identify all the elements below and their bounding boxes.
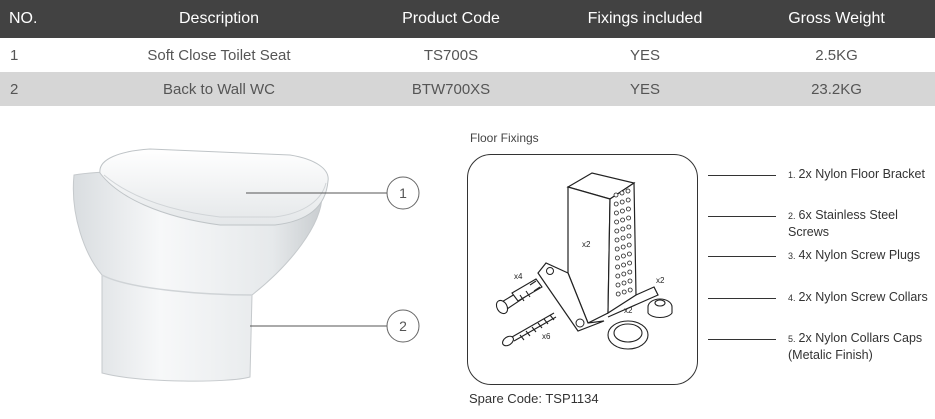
bracket-hole xyxy=(621,262,627,268)
header-gross-weight: Gross Weight xyxy=(788,10,885,27)
item-text: 6x Stainless Steel Screws xyxy=(788,208,898,239)
bracket-hole xyxy=(627,278,633,284)
floor-bracket-icon xyxy=(537,172,659,332)
collar-qty: x2 xyxy=(656,276,665,285)
collar-caps-icon xyxy=(607,320,649,350)
leader-line xyxy=(708,339,776,340)
leader-line xyxy=(708,298,776,299)
bracket-hole xyxy=(621,280,627,286)
table-header-row: NO. Description Product Code Fixings inc… xyxy=(0,0,935,38)
bracket-hole xyxy=(613,192,619,198)
item-text: 4x Nylon Screw Plugs xyxy=(798,248,921,262)
list-item: 1.2x Nylon Floor Bracket xyxy=(708,166,933,183)
bracket-hole xyxy=(621,271,627,277)
header-product-code: Product Code xyxy=(402,10,500,27)
bracket-holes xyxy=(613,188,633,297)
cell-fixings-included: YES xyxy=(629,46,660,64)
floor-fixings-title: Floor Fixings xyxy=(470,131,539,145)
bracket-hole xyxy=(613,210,619,216)
bracket-hole xyxy=(626,215,632,221)
item-number: 5. xyxy=(788,334,796,344)
cell-gross-weight: 2.5KG xyxy=(815,46,858,64)
spare-code: Spare Code: TSP1134 xyxy=(469,391,599,406)
bracket-hole xyxy=(614,228,620,234)
bracket-qty: x2 xyxy=(582,240,591,249)
item-text: 2x Nylon Floor Bracket xyxy=(798,167,925,181)
header-fixings-included: Fixings included xyxy=(587,10,703,27)
fixings-diagram-box: x2 x4 x6 x2 x2 xyxy=(467,154,698,385)
bracket-hole xyxy=(615,273,621,279)
bracket-hole xyxy=(619,199,625,205)
list-item: 2.6x Stainless Steel Screws xyxy=(708,207,933,240)
item-number: 1. xyxy=(788,170,796,180)
toilet-seat xyxy=(99,148,329,226)
screw-collars-icon xyxy=(647,298,673,319)
cell-description: Back to Wall WC xyxy=(163,80,275,98)
bracket-hole xyxy=(620,226,626,232)
callout-label-1: 1 xyxy=(399,185,407,201)
bracket-hole xyxy=(620,253,626,259)
fixings-diagram: x2 x4 x6 x2 x2 xyxy=(495,172,673,350)
cell-product-code: TS700S xyxy=(423,46,479,64)
bracket-hole xyxy=(626,251,632,257)
item-number: 2. xyxy=(788,211,796,221)
cell-description: Soft Close Toilet Seat xyxy=(147,46,291,64)
header-description: Description xyxy=(178,10,260,27)
leader-line xyxy=(708,216,776,217)
table-row: 2 Back to Wall WC BTW700XS YES 23.2KG xyxy=(0,72,935,106)
toilet-illustration: 1 2 xyxy=(72,148,420,382)
bracket-hole xyxy=(619,208,625,214)
bracket-hole xyxy=(625,206,631,212)
leader-line xyxy=(708,175,776,176)
leader-line xyxy=(708,256,776,257)
bracket-hole xyxy=(615,291,621,297)
item-number: 3. xyxy=(788,251,796,261)
bracket-hole xyxy=(625,197,631,203)
bracket-hole xyxy=(627,260,633,266)
list-item: 4.2x Nylon Screw Collars xyxy=(708,289,933,306)
item-text: 2x Nylon Collars Caps (Metalic Finish) xyxy=(788,331,923,362)
bracket-hole xyxy=(625,188,631,194)
cell-product-code: BTW700XS xyxy=(411,80,491,98)
screws-icon xyxy=(502,312,557,347)
bracket-hole xyxy=(615,282,621,288)
callout-label-2: 2 xyxy=(399,318,407,334)
plugs-qty: x4 xyxy=(514,272,523,281)
cell-no: 2 xyxy=(10,80,19,98)
bracket-hole xyxy=(627,269,633,275)
bracket-hole xyxy=(620,217,626,223)
bracket-hole xyxy=(614,219,620,225)
bracket-hole xyxy=(615,264,621,270)
bracket-hole xyxy=(614,237,620,243)
cap-qty: x2 xyxy=(624,306,633,315)
bracket-hole xyxy=(620,244,626,250)
table-row: 1 Soft Close Toilet Seat TS700S YES 2.5K… xyxy=(0,38,935,72)
bracket-hole xyxy=(621,289,627,295)
cell-gross-weight: 23.2KG xyxy=(811,80,862,98)
callout-circle-2 xyxy=(386,309,420,343)
bracket-hole xyxy=(619,190,625,196)
bracket-hole xyxy=(614,255,620,261)
callout-circle-1 xyxy=(386,176,420,210)
header-no: NO. xyxy=(9,10,38,27)
bracket-hole xyxy=(614,246,620,252)
list-item: 3.4x Nylon Screw Plugs xyxy=(708,247,933,264)
list-item: 5.2x Nylon Collars Caps (Metalic Finish) xyxy=(708,330,933,363)
screws-qty: x6 xyxy=(542,332,551,341)
bracket-hole xyxy=(627,287,633,293)
spec-table: NO. Description Product Code Fixings inc… xyxy=(0,0,935,106)
item-number: 4. xyxy=(788,293,796,303)
item-text: 2x Nylon Screw Collars xyxy=(798,290,928,304)
bracket-hole xyxy=(626,224,632,230)
bracket-hole xyxy=(626,242,632,248)
bracket-hole xyxy=(613,201,619,207)
bracket-hole xyxy=(626,233,632,239)
cell-fixings-included: YES xyxy=(629,80,660,98)
bracket-hole xyxy=(620,235,626,241)
screw-plugs-icon xyxy=(495,278,543,315)
cell-no: 1 xyxy=(10,46,19,64)
